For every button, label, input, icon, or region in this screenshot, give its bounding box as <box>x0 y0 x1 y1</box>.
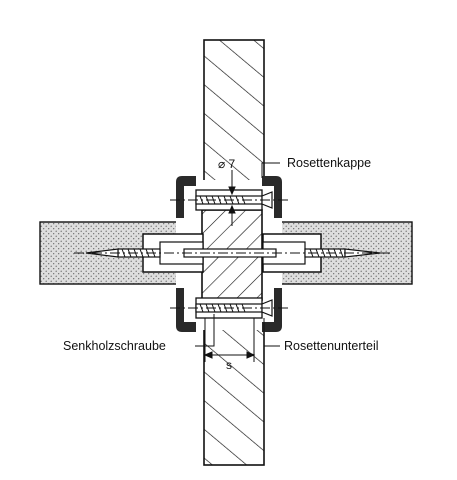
centerlines <box>74 199 392 309</box>
rosette-base-label: Rosettenunterteil <box>284 339 379 353</box>
diameter-dimension <box>228 170 236 226</box>
countersunk-screw-label: Senkholzschraube <box>63 339 166 353</box>
spacing-label: s <box>226 358 232 372</box>
leader-lines <box>195 162 280 347</box>
spacing-dimension <box>203 318 256 362</box>
rosette-cap-label: Rosettenkappe <box>287 156 371 170</box>
diameter-label: ⌀ 7 <box>218 157 236 171</box>
